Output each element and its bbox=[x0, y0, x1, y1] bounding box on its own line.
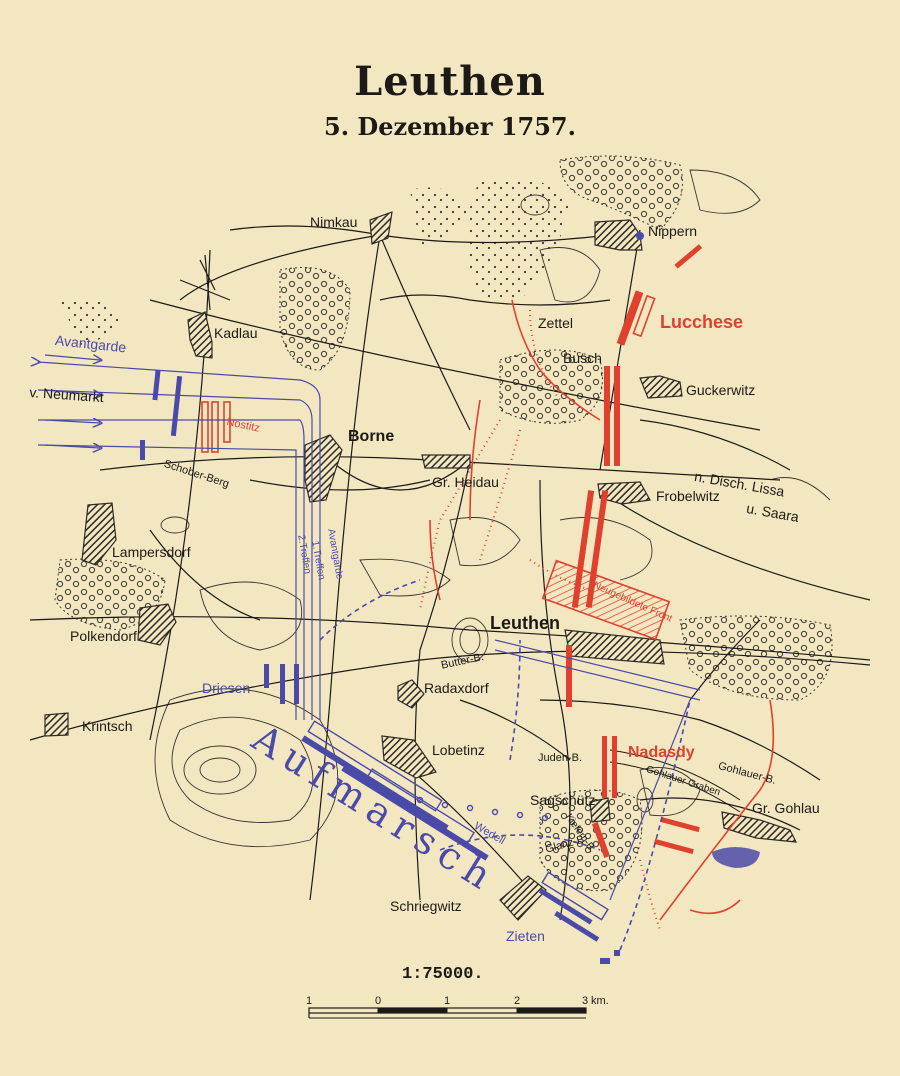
map-subtitle: 5. Dezember 1757. bbox=[324, 112, 576, 141]
label-leuthen: Leuthen bbox=[490, 613, 560, 633]
label-polkendorf: Polkendorf bbox=[70, 628, 137, 644]
red-line-1 bbox=[604, 366, 610, 466]
scale-bar bbox=[308, 1007, 587, 1019]
dotted-west bbox=[60, 297, 120, 345]
village-radaxdorf bbox=[397, 679, 425, 709]
label-frobelwitz: Frobelwitz bbox=[656, 488, 720, 504]
scale-unit: km. bbox=[591, 995, 609, 1007]
label-gr-gohlau: Gr. Gohlau bbox=[752, 800, 820, 816]
red-nadasdy-1 bbox=[602, 736, 607, 798]
zieten-line-2 bbox=[554, 911, 600, 942]
gohlauer-graben bbox=[609, 749, 741, 813]
label-schriegwitz: Schriegwitz bbox=[390, 898, 462, 914]
prussian-march-lines bbox=[38, 354, 701, 901]
label-nadasdy: Nadasdy bbox=[628, 744, 695, 761]
label-juden-b: Juden-B. bbox=[538, 752, 583, 764]
aufmarsch-line-1 bbox=[301, 735, 449, 831]
label-zieten: Zieten bbox=[506, 928, 545, 944]
village-schriegwitz bbox=[499, 875, 547, 921]
pond-gohlau bbox=[712, 847, 760, 868]
label-borne: Borne bbox=[348, 428, 395, 445]
woods-east bbox=[679, 615, 833, 701]
red-leuthen-1 bbox=[566, 645, 572, 707]
austrian-outline-units bbox=[201, 294, 775, 921]
label-zettel: Zettel bbox=[538, 315, 574, 331]
villages bbox=[44, 211, 798, 921]
red-nadasdy-2 bbox=[612, 736, 617, 798]
scale-tick-0: 0 bbox=[375, 995, 382, 1007]
austrian-retreat-dots bbox=[419, 309, 661, 931]
label-nippern: Nippern bbox=[648, 223, 698, 239]
village-kadlau bbox=[187, 311, 213, 359]
village-lampersdorf bbox=[81, 502, 117, 566]
aufmarsch-line-2 bbox=[341, 765, 489, 861]
red-gohlau-1 bbox=[659, 816, 700, 833]
label-lobetinz: Lobetinz bbox=[432, 742, 485, 758]
prussian-dashed-moves bbox=[319, 579, 691, 951]
prussian-units bbox=[140, 369, 620, 964]
label-lampersdorf: Lampersdorf bbox=[112, 544, 191, 560]
village-borne bbox=[304, 434, 343, 503]
woods-kadlau bbox=[279, 267, 351, 371]
village-gr-heidau bbox=[421, 454, 471, 469]
woods-north bbox=[559, 155, 683, 231]
terrain-areas bbox=[54, 155, 833, 892]
dotted-north bbox=[466, 177, 570, 302]
label-radaxdorf: Radaxdorf bbox=[424, 680, 489, 696]
woods-sagschutz bbox=[539, 789, 643, 892]
label-gr-heidau: Gr. Heidau bbox=[432, 474, 499, 490]
village-nippern bbox=[594, 219, 643, 251]
village-krintsch bbox=[44, 712, 69, 737]
red-nippern-1 bbox=[674, 244, 703, 269]
austrian-positions bbox=[566, 244, 703, 858]
red-lucchese-1 bbox=[616, 290, 644, 346]
label-guckerwitz: Guckerwitz bbox=[686, 382, 756, 398]
red-sagschutz bbox=[592, 822, 610, 858]
dotted-northwest bbox=[410, 187, 470, 245]
label-busch: Busch bbox=[563, 350, 602, 366]
prussian-outline-units bbox=[307, 720, 609, 921]
map-title: Leuthen bbox=[354, 58, 546, 105]
red-line-2 bbox=[614, 366, 620, 466]
zieten-line-1 bbox=[538, 888, 593, 925]
label-kadlau: Kadlau bbox=[214, 325, 258, 341]
pond-nippern bbox=[636, 232, 644, 240]
village-polkendorf bbox=[137, 603, 177, 646]
label-nimkau: Nimkau bbox=[310, 214, 358, 230]
red-gohlau-2 bbox=[653, 838, 694, 855]
label-krintsch: Krintsch bbox=[82, 718, 133, 734]
label-sagschutz: Sagschütz bbox=[530, 792, 596, 808]
village-frobelwitz bbox=[597, 481, 651, 505]
label-lucchese: Lucchese bbox=[660, 312, 744, 332]
scale-ratio: 1:75000. bbox=[402, 965, 484, 984]
village-guckerwitz bbox=[639, 375, 683, 399]
scale-tick-2: 2 bbox=[514, 995, 521, 1007]
village-gr-gohlau bbox=[721, 811, 798, 843]
village-sagschutz bbox=[589, 797, 611, 823]
roads bbox=[29, 225, 871, 921]
scale-tick-3: 3 bbox=[582, 995, 589, 1007]
scale-tick-1b: 1 bbox=[444, 995, 451, 1007]
village-nimkau bbox=[369, 211, 393, 245]
wedell-dots bbox=[416, 796, 549, 822]
village-lobetinz bbox=[381, 735, 437, 779]
label-driesen: Driesen bbox=[202, 680, 251, 696]
scale-tick-1: 1 bbox=[306, 995, 313, 1007]
